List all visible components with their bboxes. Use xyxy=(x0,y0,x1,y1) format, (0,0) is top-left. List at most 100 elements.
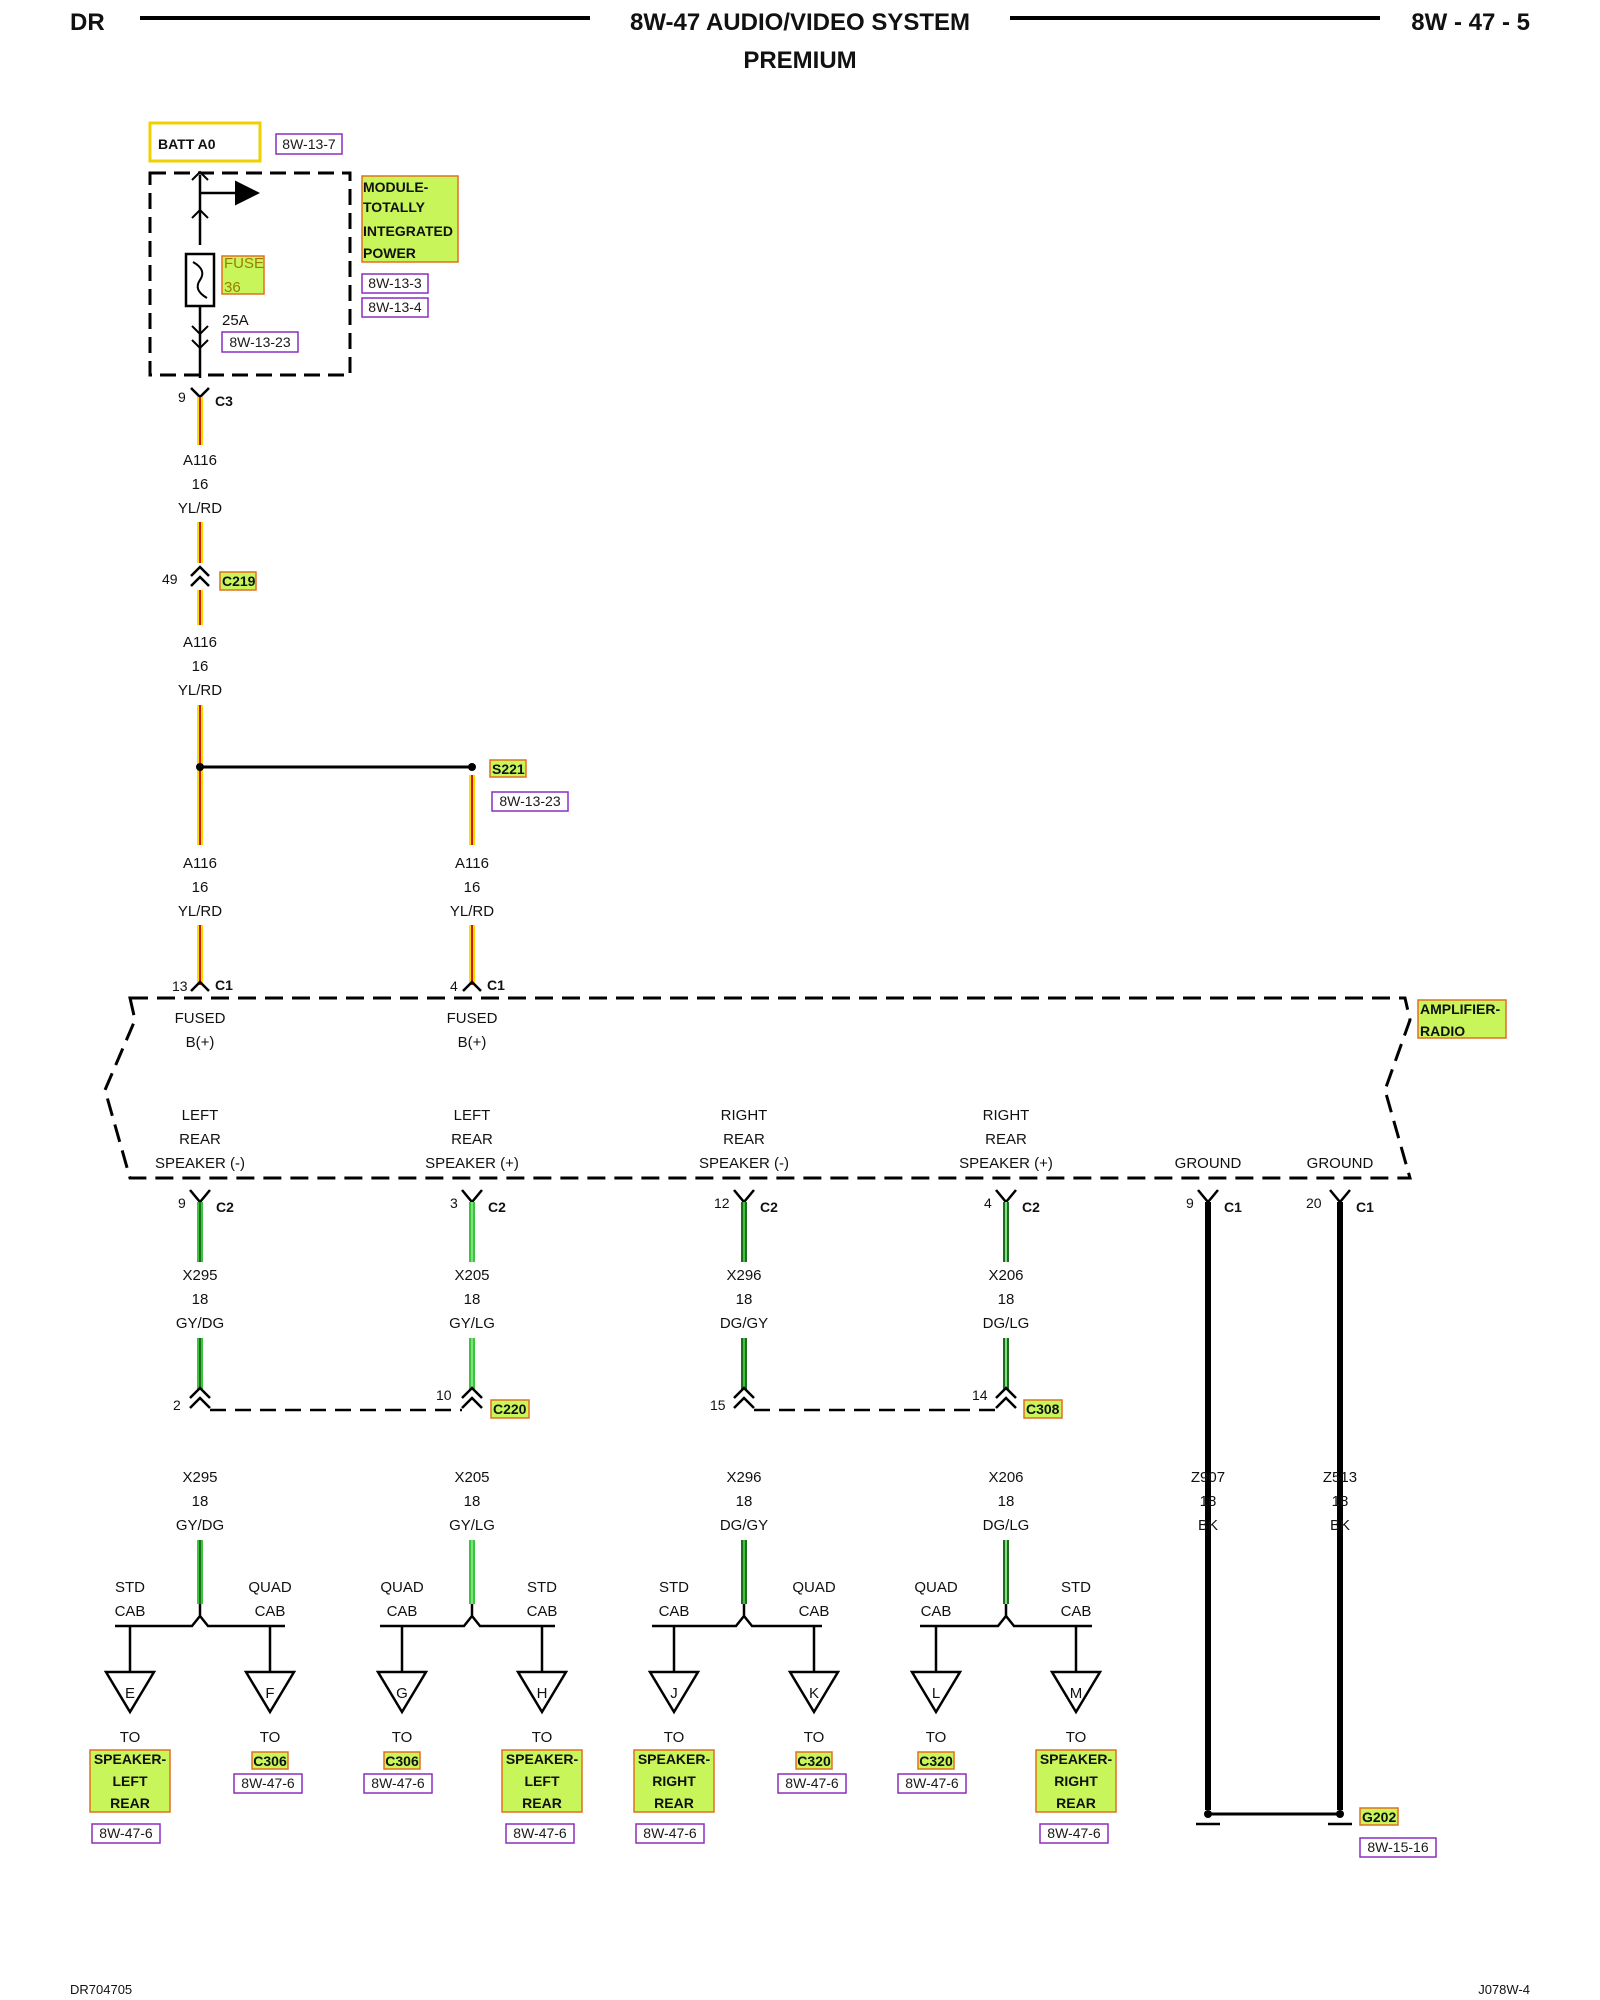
fused-label-2b: B(+) xyxy=(458,1034,487,1051)
dest-to-m: TO xyxy=(1066,1729,1087,1746)
dest-m-ref[interactable]: 8W-47-6 xyxy=(1047,1825,1101,1841)
x296-color-upper: DG/GY xyxy=(720,1315,768,1332)
dest-h-name-1[interactable]: SPEAKER- xyxy=(506,1751,579,1767)
s221-ref-box[interactable] xyxy=(491,791,569,812)
g202-label-box[interactable] xyxy=(1359,1807,1399,1826)
g202-ref[interactable]: 8W-15-16 xyxy=(1367,1839,1428,1855)
dest-k-ref-box[interactable] xyxy=(777,1773,847,1794)
a116-gauge-3: 16 xyxy=(192,879,209,896)
tipm-ref2-box[interactable] xyxy=(361,297,429,318)
pin-out-5: 9 xyxy=(1186,1195,1194,1211)
s221-label-box[interactable] xyxy=(489,759,527,778)
c220-label-box[interactable] xyxy=(490,1399,530,1419)
dest-f-ref[interactable]: 8W-47-6 xyxy=(241,1775,295,1791)
dest-e-ref-box[interactable] xyxy=(91,1823,161,1844)
z907-color: BK xyxy=(1198,1517,1218,1534)
dest-m-ref-box[interactable] xyxy=(1039,1823,1109,1844)
dest-f-name[interactable]: C306 xyxy=(253,1753,287,1769)
dest-c306-box-1[interactable] xyxy=(251,1751,289,1770)
dest-m-name-1[interactable]: SPEAKER- xyxy=(1040,1751,1113,1767)
a116-color-2: YL/RD xyxy=(178,682,222,699)
s221-node-right xyxy=(468,763,476,771)
amplifier-name-1[interactable]: AMPLIFIER- xyxy=(1420,1001,1500,1017)
z907-gauge: 18 xyxy=(1200,1493,1217,1510)
dest-j-name-1[interactable]: SPEAKER- xyxy=(638,1751,711,1767)
dest-k-name[interactable]: C320 xyxy=(797,1753,831,1769)
dest-h-name-3[interactable]: REAR xyxy=(522,1795,562,1811)
dest-e-ref[interactable]: 8W-47-6 xyxy=(99,1825,153,1841)
x206-color-lower: DG/LG xyxy=(983,1517,1030,1534)
dest-e-name-2[interactable]: LEFT xyxy=(113,1773,148,1789)
dest-c306-box-2[interactable] xyxy=(383,1751,421,1770)
c219-label[interactable]: C219 xyxy=(222,573,256,589)
x206-color-upper: DG/LG xyxy=(983,1315,1030,1332)
tipm-ref-1[interactable]: 8W-13-3 xyxy=(368,275,422,291)
s221-ref[interactable]: 8W-13-23 xyxy=(499,793,560,809)
x205-circuit-lower: X205 xyxy=(454,1469,489,1486)
dest-k-ref[interactable]: 8W-47-6 xyxy=(785,1775,839,1791)
tipm-name-3[interactable]: INTEGRATED xyxy=(363,223,453,239)
tipm-ref1-box[interactable] xyxy=(361,273,429,294)
dest-j-ref-box[interactable] xyxy=(635,1823,705,1844)
branch2-left-b: CAB xyxy=(387,1603,418,1620)
dest-e-name-3[interactable]: REAR xyxy=(110,1795,150,1811)
dest-speaker-left-rear-2[interactable] xyxy=(501,1749,583,1813)
amplifier-name-box[interactable] xyxy=(1417,999,1507,1039)
dest-j-ref[interactable]: 8W-47-6 xyxy=(643,1825,697,1841)
tipm-name-box[interactable] xyxy=(361,175,459,263)
dest-f-ref-box[interactable] xyxy=(233,1773,303,1794)
dest-h-name-2[interactable]: LEFT xyxy=(525,1773,560,1789)
c220-label[interactable]: C220 xyxy=(493,1401,527,1417)
branch4-right-b: CAB xyxy=(1061,1603,1092,1620)
pin-out-3: 12 xyxy=(714,1195,730,1211)
dest-h-ref-box[interactable] xyxy=(505,1823,575,1844)
g202-ref-box[interactable] xyxy=(1359,1837,1437,1858)
conn-out-1: C2 xyxy=(216,1199,234,1215)
dest-l-ref[interactable]: 8W-47-6 xyxy=(905,1775,959,1791)
dest-l-ref-box[interactable] xyxy=(897,1773,967,1794)
inline-pin-15: 15 xyxy=(710,1397,726,1413)
tipm-name-2[interactable]: TOTALLY xyxy=(363,199,426,215)
destination-drops xyxy=(103,1626,1103,1715)
x205-color-upper: GY/LG xyxy=(449,1315,495,1332)
a116-color-3: YL/RD xyxy=(178,903,222,920)
dest-speaker-right-rear-2[interactable] xyxy=(1035,1749,1117,1813)
dest-c320-box-1[interactable] xyxy=(795,1751,833,1770)
tipm-ref-2[interactable]: 8W-13-4 xyxy=(368,299,422,315)
dest-g-ref[interactable]: 8W-47-6 xyxy=(371,1775,425,1791)
dest-c320-box-2[interactable] xyxy=(917,1751,955,1770)
dest-speaker-left-rear-1[interactable] xyxy=(89,1749,171,1813)
fuse-label-1[interactable]: FUSE xyxy=(224,255,264,272)
c219-label-box[interactable] xyxy=(219,571,257,591)
x205-color-lower: GY/LG xyxy=(449,1517,495,1534)
tipm-name-4[interactable]: POWER xyxy=(363,245,416,261)
dest-h-ref[interactable]: 8W-47-6 xyxy=(513,1825,567,1841)
dest-speaker-right-rear-1[interactable] xyxy=(633,1749,715,1813)
a116-gauge-4: 16 xyxy=(464,879,481,896)
g202-label[interactable]: G202 xyxy=(1362,1809,1396,1825)
x205-gauge-lower: 18 xyxy=(464,1493,481,1510)
amplifier-name-2[interactable]: RADIO xyxy=(1420,1023,1465,1039)
branch3-right-a: QUAD xyxy=(792,1579,836,1596)
dest-e-name-1[interactable]: SPEAKER- xyxy=(94,1751,167,1767)
dest-m-name-2[interactable]: RIGHT xyxy=(1054,1773,1098,1789)
dest-j-name-3[interactable]: REAR xyxy=(654,1795,694,1811)
tipm-name-1[interactable]: MODULE- xyxy=(363,179,429,195)
batt-ref-box[interactable] xyxy=(275,133,343,155)
s221-label[interactable]: S221 xyxy=(492,761,525,777)
c308-label-box[interactable] xyxy=(1023,1399,1063,1419)
dest-to-l: TO xyxy=(926,1729,947,1746)
dest-m-name-3[interactable]: REAR xyxy=(1056,1795,1096,1811)
fuse-label-2[interactable]: 36 xyxy=(224,279,241,296)
dest-l-name[interactable]: C320 xyxy=(919,1753,953,1769)
dest-pin-f: F xyxy=(265,1685,274,1702)
fuse-ref-box[interactable] xyxy=(221,331,299,353)
c1-pin13-symbol xyxy=(190,980,210,992)
fuse-ref[interactable]: 8W-13-23 xyxy=(229,334,290,350)
c308-label[interactable]: C308 xyxy=(1026,1401,1060,1417)
dest-j-name-2[interactable]: RIGHT xyxy=(652,1773,696,1789)
batt-ref[interactable]: 8W-13-7 xyxy=(282,136,336,152)
dest-g-name[interactable]: C306 xyxy=(385,1753,419,1769)
fuse-label-box[interactable] xyxy=(221,255,265,295)
dest-g-ref-box[interactable] xyxy=(363,1773,433,1794)
